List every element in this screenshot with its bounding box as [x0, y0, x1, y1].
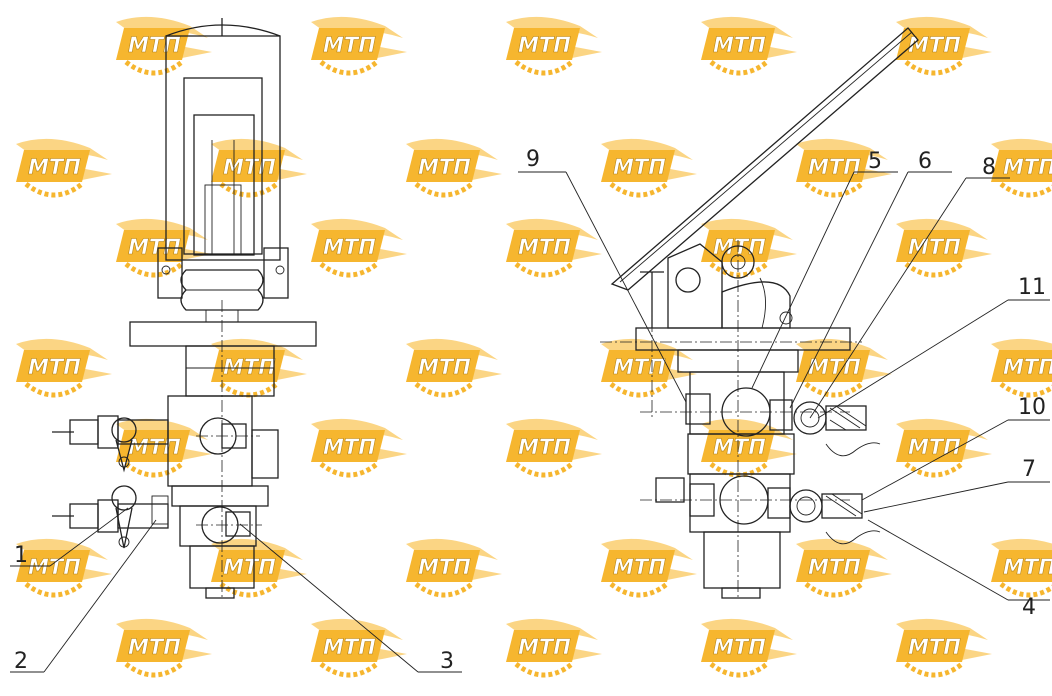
- watermark-text: МТП: [323, 235, 376, 259]
- watermark-logo: МТП: [896, 218, 992, 278]
- watermark-logo: МТП: [16, 138, 112, 198]
- watermark-logo: МТП: [16, 338, 112, 398]
- watermark-text: МТП: [1003, 155, 1052, 179]
- callout-10: 10: [1018, 395, 1046, 420]
- watermark-logo: МТП: [311, 618, 407, 678]
- watermark-logo: МТП: [211, 338, 307, 398]
- watermark-text: МТП: [908, 435, 961, 459]
- callout-8: 8: [982, 155, 996, 180]
- watermark-logo: МТП: [991, 138, 1052, 198]
- watermark-logo: МТП: [311, 418, 407, 478]
- watermark-text: МТП: [518, 635, 571, 659]
- watermark-logo: МТП: [601, 538, 697, 598]
- watermark-logo: МТП: [116, 16, 212, 76]
- watermark-text: МТП: [518, 235, 571, 259]
- watermark-layer: МТП МТП МТП МТП МТП МТП МТП МТП МТП МТП МТП МТП МТП М…: [16, 16, 1052, 678]
- watermark-logo: МТП: [701, 418, 797, 478]
- left-view-valve-assembly: [52, 18, 317, 600]
- watermark-logo: МТП: [991, 338, 1052, 398]
- watermark-text: МТП: [808, 355, 861, 379]
- callout-7: 7: [1022, 457, 1036, 482]
- watermark-logo: МТП: [116, 218, 212, 278]
- watermark-text: МТП: [128, 435, 181, 459]
- watermark-text: МТП: [28, 355, 81, 379]
- watermark-text: МТП: [713, 635, 766, 659]
- watermark-text: МТП: [1003, 355, 1052, 379]
- callout-3: 3: [440, 649, 454, 674]
- watermark-text: МТП: [518, 33, 571, 57]
- callout-6: 6: [918, 149, 932, 174]
- watermark-text: МТП: [613, 355, 666, 379]
- watermark-logo: МТП: [506, 218, 602, 278]
- watermark-text: МТП: [418, 355, 471, 379]
- watermark-text: МТП: [908, 635, 961, 659]
- watermark-logo: МТП: [116, 618, 212, 678]
- watermark-logo: МТП: [796, 538, 892, 598]
- watermark-logo: МТП: [601, 338, 697, 398]
- watermark-text: МТП: [323, 33, 376, 57]
- watermark-text: МТП: [613, 555, 666, 579]
- watermark-text: МТП: [713, 33, 766, 57]
- watermark-logo: МТП: [601, 138, 697, 198]
- watermark-logo: МТП: [701, 218, 797, 278]
- callout-5: 5: [868, 149, 882, 174]
- watermark-text: МТП: [128, 635, 181, 659]
- watermark-logo: МТП: [896, 16, 992, 76]
- watermark-logo: МТП: [506, 16, 602, 76]
- watermark-logo: МТП: [991, 538, 1052, 598]
- watermark-text: МТП: [128, 235, 181, 259]
- watermark-logo: МТП: [701, 618, 797, 678]
- watermark-text: МТП: [128, 33, 181, 57]
- watermark-text: МТП: [613, 155, 666, 179]
- watermark-text: МТП: [518, 435, 571, 459]
- watermark-text: МТП: [1003, 555, 1052, 579]
- watermark-logo: МТП: [506, 418, 602, 478]
- watermark-text: МТП: [323, 635, 376, 659]
- watermark-text: МТП: [223, 355, 276, 379]
- watermark-logo: МТП: [406, 338, 502, 398]
- watermark-text: МТП: [808, 555, 861, 579]
- callout-1: 1: [14, 543, 28, 568]
- watermark-logo: МТП: [211, 138, 307, 198]
- callout-4: 4: [1022, 595, 1036, 620]
- watermark-text: МТП: [223, 555, 276, 579]
- watermark-text: МТП: [418, 555, 471, 579]
- watermark-logo: МТП: [16, 538, 112, 598]
- watermark-text: МТП: [28, 155, 81, 179]
- watermark-logo: МТП: [116, 418, 212, 478]
- watermark-text: МТП: [908, 235, 961, 259]
- watermark-logo: МТП: [896, 418, 992, 478]
- callout-11: 11: [1018, 275, 1046, 300]
- watermark-text: МТП: [713, 435, 766, 459]
- watermark-logo: МТП: [896, 618, 992, 678]
- watermark-logo: МТП: [406, 538, 502, 598]
- watermark-logo: МТП: [406, 138, 502, 198]
- watermark-text: МТП: [418, 155, 471, 179]
- watermark-text: МТП: [908, 33, 961, 57]
- leader-lines: [10, 171, 1050, 673]
- watermark-logo: МТП: [311, 218, 407, 278]
- watermark-logo: МТП: [211, 538, 307, 598]
- watermark-text: МТП: [28, 555, 81, 579]
- watermark-text: МТП: [808, 155, 861, 179]
- callout-labels: 1 2 3 4 5 6 7 8 9 10 11: [14, 147, 1046, 674]
- watermark-text: МТП: [323, 435, 376, 459]
- watermark-logo: МТП: [506, 618, 602, 678]
- watermark-logo: МТП: [701, 16, 797, 76]
- callout-2: 2: [14, 649, 28, 674]
- watermark-text: МТП: [223, 155, 276, 179]
- watermark-logo: МТП: [311, 16, 407, 76]
- callout-9: 9: [526, 147, 540, 172]
- right-view-valve-assembly: [600, 27, 919, 600]
